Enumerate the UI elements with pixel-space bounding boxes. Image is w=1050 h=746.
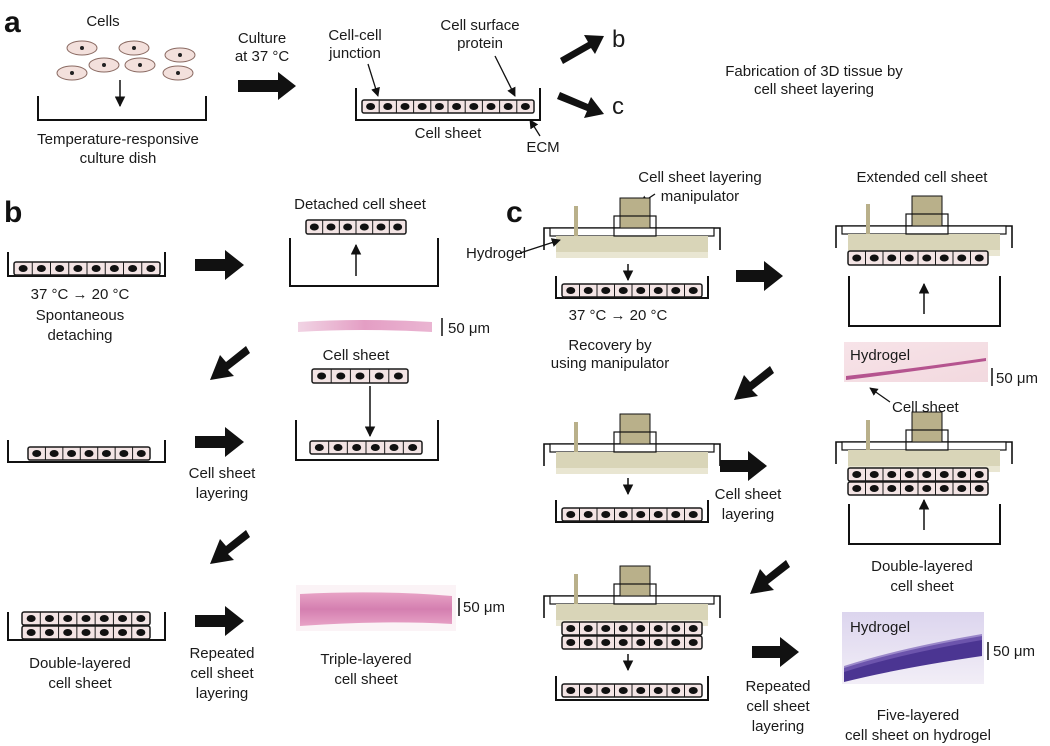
- scale-label-b2: 50 μm: [463, 599, 505, 616]
- manipulator-c4: [835, 411, 1013, 472]
- cell-sheet-b2: [27, 446, 151, 461]
- junction-label-1: Cell-cell: [328, 27, 381, 44]
- triple-label-1: Triple-layered: [320, 651, 411, 668]
- cells-label: Cells: [86, 13, 119, 30]
- surface-protein-label-1: Cell surface: [440, 17, 519, 34]
- stack-c5: [561, 621, 703, 650]
- cell-sheet-b2-bottom: [309, 440, 423, 455]
- arrow-c-right-2: [720, 451, 767, 481]
- detached-label: Detached cell sheet: [294, 196, 427, 213]
- manipulator-label-2: manipulator: [661, 188, 739, 205]
- five-label-2: cell sheet on hydrogel: [845, 727, 991, 744]
- surface-protein-label-2: protein: [457, 35, 503, 52]
- micro1-scale-label: 50 μm: [996, 370, 1038, 387]
- cell-sheet-b2-top: [311, 368, 409, 384]
- layering-label-b-2: layering: [196, 485, 249, 502]
- culture-label-1: Culture: [238, 30, 286, 47]
- panel-b-label: b: [4, 196, 22, 229]
- dish-label-2: culture dish: [80, 150, 157, 167]
- dish-with-sheet: [355, 88, 541, 121]
- panel-b: b 37 °C → 20 °C Spontaneous detaching De…: [4, 196, 505, 702]
- micro1-sheet-label: Cell sheet: [892, 399, 960, 416]
- arrow-c-right-1: [736, 261, 783, 291]
- repeated-label-c-1: Repeated: [745, 678, 810, 695]
- micrograph-hydrogel-sheet: [844, 342, 993, 386]
- temp-label-b: 37 °C → 20 °C: [31, 286, 130, 303]
- dish-label-1: Temperature-responsive: [37, 131, 199, 148]
- recovery-label-1: Recovery by: [568, 337, 652, 354]
- panel-a: a Cells Temperature-responsive culture d…: [4, 6, 903, 167]
- arrow-b-right-3: [195, 606, 244, 636]
- double-label-c-1: Double-layered: [871, 558, 973, 575]
- arrow-b-diag-1: [210, 346, 250, 380]
- micrograph-triple-layer: [296, 585, 460, 631]
- detaching-label-1: Spontaneous: [36, 307, 124, 324]
- cell-sheet-c1: [561, 283, 703, 298]
- culture-dish: [37, 96, 207, 121]
- arrow-to-b: [560, 35, 604, 64]
- detaching-label-2: detaching: [47, 327, 112, 344]
- suspended-cells: [56, 40, 196, 81]
- manipulator-c1: [543, 197, 721, 258]
- panel-a-label: a: [4, 6, 21, 39]
- micro2-hydrogel-label: Hydrogel: [850, 619, 910, 636]
- detached-cell-sheet: [305, 219, 407, 235]
- cell-sheet-label-a: Cell sheet: [415, 125, 483, 142]
- manipulator-c3: [543, 413, 721, 474]
- cell-sheet-c5: [561, 683, 703, 698]
- cell-sheet-a: [361, 99, 535, 114]
- panel-c: c Cell sheet layering manipulator Hydrog…: [466, 169, 1038, 744]
- triple-label-2: cell sheet: [334, 671, 398, 688]
- arrow-b-right-1: [195, 250, 244, 280]
- hydrogel-label-c: Hydrogel: [466, 245, 526, 262]
- double-layer-b: [21, 611, 151, 640]
- repeated-label-c-2: cell sheet: [746, 698, 810, 715]
- manipulator-c2: [835, 195, 1013, 256]
- arrow-b-diag-2: [210, 530, 250, 564]
- extended-label: Extended cell sheet: [857, 169, 989, 186]
- arrow-c-diag-2: [750, 560, 790, 594]
- double-sheet-c: [847, 467, 989, 496]
- repeated-label-b-2: cell sheet: [190, 665, 254, 682]
- recovery-label-2: using manipulator: [551, 355, 669, 372]
- micrograph-five-layer: [842, 612, 989, 684]
- double-label-b-2: cell sheet: [48, 675, 112, 692]
- layering-label-c-2: layering: [722, 506, 775, 523]
- scale-label-b1: 50 μm: [448, 320, 490, 337]
- repeated-label-c-3: layering: [752, 718, 805, 735]
- layering-label-c-1: Cell sheet: [715, 486, 783, 503]
- cell-sheet-c3: [561, 507, 703, 522]
- micrograph-cell-sheet-b: [298, 318, 443, 336]
- fabrication-label-2: cell sheet layering: [754, 81, 874, 98]
- arrow-b-right-2: [195, 427, 244, 457]
- double-label-c-2: cell sheet: [890, 578, 954, 595]
- culture-arrow: [238, 72, 296, 100]
- layering-label-b-1: Cell sheet: [189, 465, 257, 482]
- extended-sheet: [847, 250, 989, 266]
- double-label-b-1: Double-layered: [29, 655, 131, 672]
- cell-sheet-b1: [13, 261, 161, 276]
- to-c-label: c: [612, 93, 624, 120]
- manipulator-c5: [543, 565, 721, 626]
- ecm-label: ECM: [526, 139, 559, 156]
- arrow-to-c: [557, 92, 604, 118]
- junction-label-2: junction: [328, 45, 381, 62]
- micro1-hydrogel-label: Hydrogel: [850, 347, 910, 364]
- to-b-label: b: [612, 26, 625, 53]
- panel-c-label: c: [506, 196, 523, 229]
- manipulator-label-1: Cell sheet layering: [638, 169, 761, 186]
- arrow-c-diag-1: [734, 366, 774, 400]
- culture-label-2: at 37 °C: [235, 48, 290, 65]
- repeated-label-b-1: Repeated: [189, 645, 254, 662]
- fabrication-label-1: Fabrication of 3D tissue by: [725, 63, 903, 80]
- repeated-label-b-3: layering: [196, 685, 249, 702]
- five-label-1: Five-layered: [877, 707, 960, 724]
- temp-label-c: 37 °C → 20 °C: [569, 307, 668, 324]
- micro2-scale-label: 50 μm: [993, 643, 1035, 660]
- arrow-c-right-3: [752, 637, 799, 667]
- cell-sheet-label-b: Cell sheet: [323, 347, 391, 364]
